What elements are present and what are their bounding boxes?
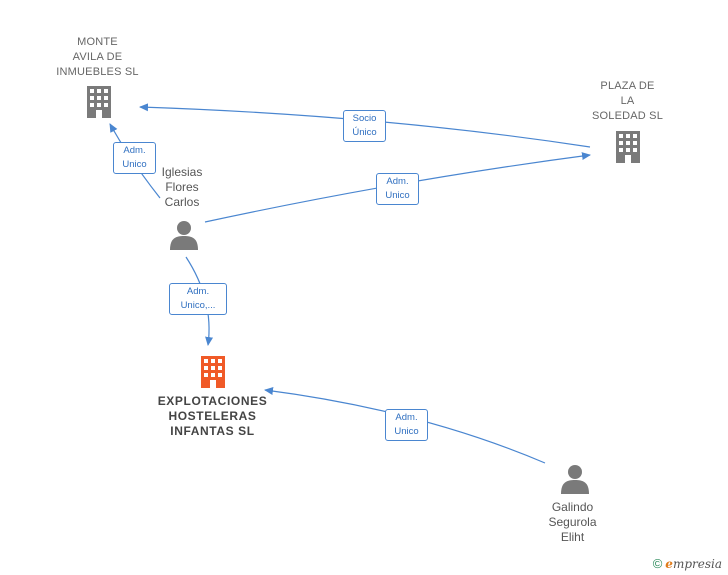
copyright-symbol: © [652, 556, 663, 571]
node-label-plaza-soledad[interactable]: PLAZA DE LA SOLEDAD SL [591, 80, 664, 122]
edge-label-adm-unico-galindo: Adm. Unico [385, 409, 428, 441]
brand-logo: empresia [665, 557, 722, 571]
node-label-galindo[interactable]: Galindo Segurola Eliht [548, 500, 597, 544]
brand-footer[interactable]: ©empresia [653, 556, 722, 571]
edge-label-adm-unico-explotaciones: Adm. Unico,... [169, 283, 227, 315]
node-label-iglesias[interactable]: Iglesias Flores Carlos [161, 165, 203, 209]
edge-label-adm-unico-monte: Adm. Unico [113, 142, 156, 174]
iglesias-person-icon[interactable] [170, 221, 198, 250]
edge-label-adm-unico-plaza: Adm. Unico [376, 173, 419, 205]
edge-label-socio-unico: Socio Único [343, 110, 386, 142]
explotaciones-building-icon[interactable] [201, 356, 225, 388]
node-label-monte-avila[interactable]: MONTE AVILA DE INMUEBLES SL [56, 36, 139, 78]
plaza-soledad-building-icon[interactable] [616, 131, 640, 163]
node-label-explotaciones[interactable]: EXPLOTACIONES HOSTELERAS INFANTAS SL [157, 394, 268, 438]
monte-avila-building-icon[interactable] [87, 86, 111, 118]
galindo-person-icon[interactable] [561, 465, 589, 494]
